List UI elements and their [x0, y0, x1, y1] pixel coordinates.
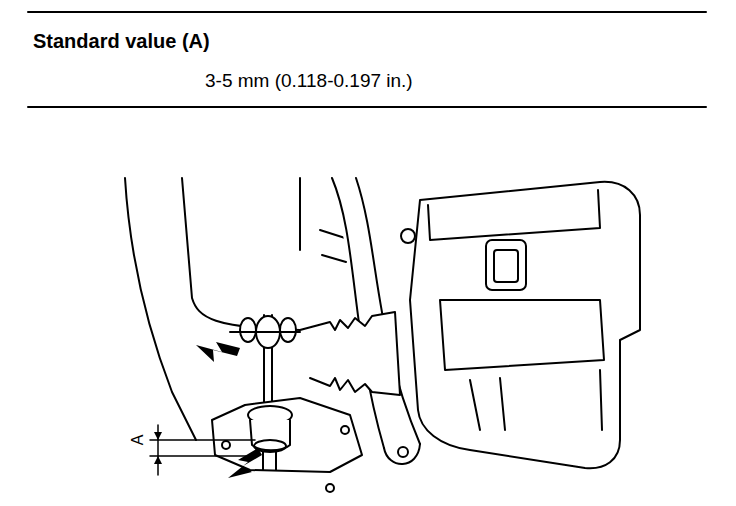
- caliper-detail: [470, 370, 602, 430]
- dimension-arrowhead: [154, 432, 162, 464]
- bolt: [262, 452, 264, 470]
- dimension-label: A: [130, 434, 146, 447]
- caliper-detail: [486, 240, 526, 290]
- pointer-arrow: [196, 342, 240, 362]
- bolt: [275, 452, 277, 470]
- bolt: [230, 331, 300, 333]
- bolt: [326, 484, 334, 492]
- standard-value: 3-5 mm (0.118-0.197 in.): [205, 71, 413, 90]
- bolt: [341, 426, 349, 434]
- caliper-detail: [428, 190, 600, 240]
- table-heading: Standard value (A): [33, 31, 210, 51]
- brake-caliper: [410, 182, 640, 468]
- strut-detail: [320, 230, 346, 262]
- table-rule: [28, 106, 706, 108]
- dimension-line: [150, 455, 255, 457]
- knuckle-arm: [332, 178, 384, 448]
- bolt: [222, 441, 230, 449]
- body-outline: [182, 178, 300, 330]
- bolt: [398, 447, 408, 457]
- lower-arm: [212, 398, 362, 472]
- drive-boot: [300, 312, 400, 395]
- table-rule: [28, 11, 706, 13]
- pointer-arrow: [228, 448, 262, 478]
- bushing: [240, 318, 256, 342]
- caliper-detail: [494, 250, 518, 282]
- dimension-line: [150, 439, 255, 441]
- bushing: [250, 420, 290, 450]
- bushing: [280, 318, 296, 342]
- caliper-detail: [440, 300, 604, 370]
- body-outline: [299, 178, 301, 250]
- bolt: [401, 229, 415, 243]
- knuckle-arm: [384, 444, 420, 464]
